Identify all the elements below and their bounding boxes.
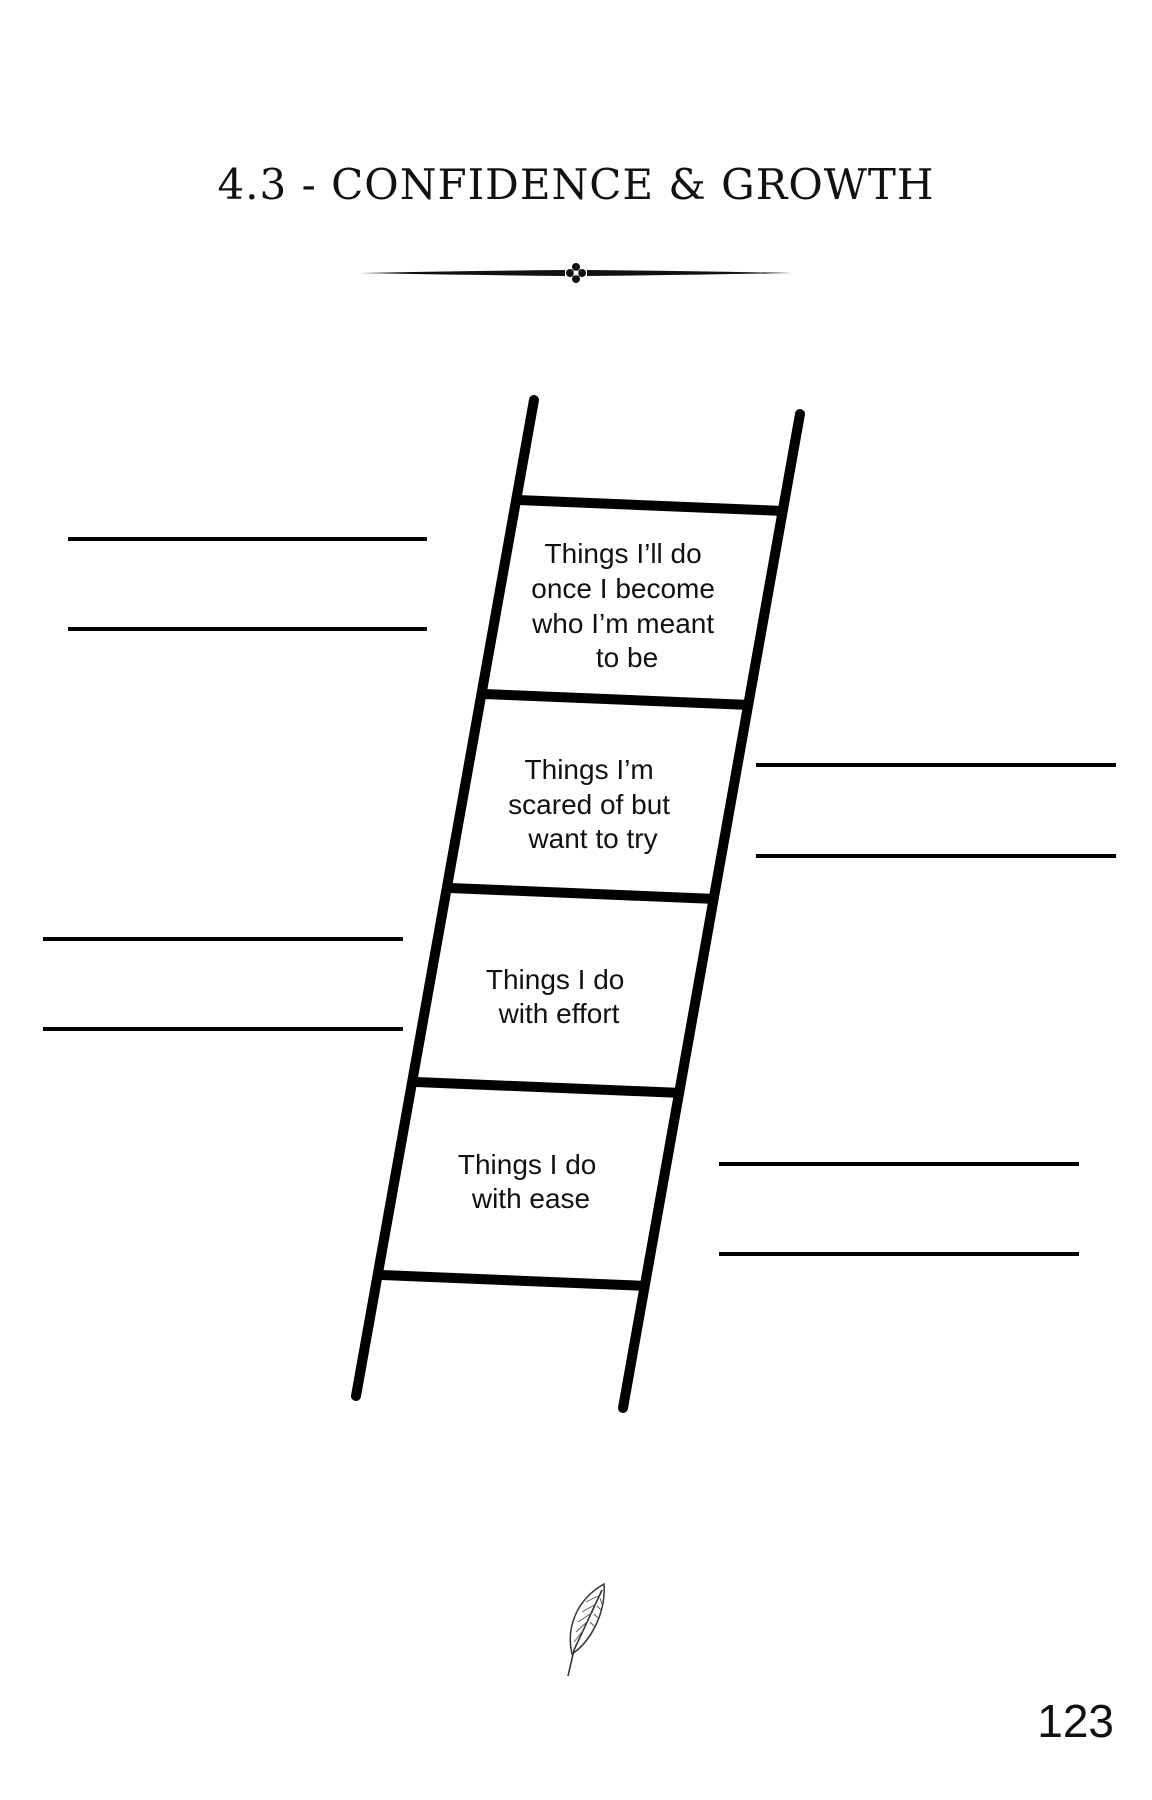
ladder-rung <box>483 689 751 710</box>
ladder-rung <box>517 495 785 516</box>
ladder-rung <box>381 1270 649 1291</box>
ladder-rung <box>415 1077 683 1098</box>
rung-label-meant-to-be: Things I’ll do once I become who I’m mea… <box>531 538 723 673</box>
ornamental-divider-icon <box>360 263 792 283</box>
ladder-right-rail <box>618 409 805 1413</box>
feather-icon <box>567 1582 605 1677</box>
rung-label-with-ease: Things I do with ease <box>458 1149 604 1214</box>
rung-label-with-effort: Things I do with effort <box>486 964 632 1029</box>
page-number: 123 <box>1037 1695 1114 1747</box>
rung-label-scared-but-want-to-try: Things I’m scared of but want to try <box>508 754 678 854</box>
ladder-rung <box>449 883 717 904</box>
page-title: 4.3 - CONFIDENCE & GROWTH <box>217 160 935 209</box>
ladder-left-rail <box>351 395 539 1401</box>
